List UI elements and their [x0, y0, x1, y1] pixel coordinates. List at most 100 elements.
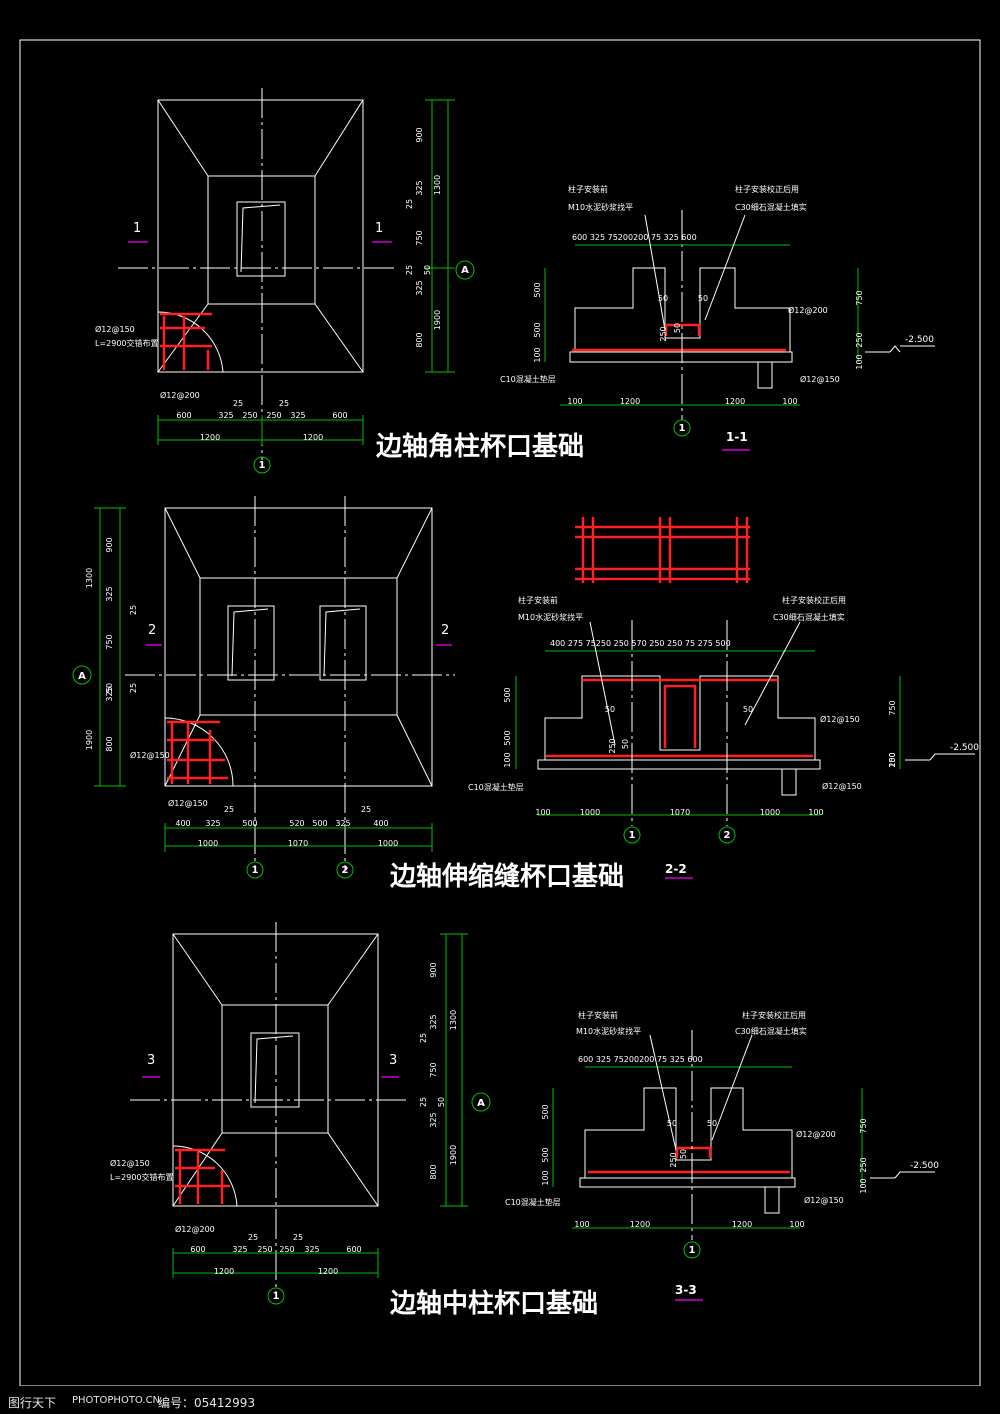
drawing-2-plan-dim-side: 750 — [105, 634, 114, 649]
drawing-1-title: 边轴角柱杯口基础 — [376, 431, 584, 462]
drawing-2-section-mark: 2 — [441, 623, 449, 638]
drawing-1-axis-label: 1 — [259, 460, 266, 471]
drawing-2-plan-dim-side: 1300 — [85, 568, 94, 588]
drawing-3-section-rebar: Ø12@150 — [804, 1195, 844, 1205]
drawing-3-plan-dim-side: 800 — [429, 1164, 438, 1179]
drawing-2-plan-dim-side: 25 — [129, 605, 138, 615]
drawing-2-section-top-dims: 400 275 75250 250 570 250 250 75 275 500 — [550, 639, 731, 648]
drawing-3-section-note-left: M10水泥砂浆找平 — [576, 1026, 641, 1036]
drawing-1-section-top-dims: 600 325 75200200 75 325 600 — [572, 233, 697, 242]
drawing-2-section-mid-dim: 250 — [608, 738, 617, 753]
drawing-3-axis-label: 1 — [273, 1291, 280, 1302]
drawing-2-plan-dim-side: 900 — [105, 537, 114, 552]
drawing-1-section-right-dim: 100 — [855, 354, 864, 369]
drawing-2-section-bottom-dim: 1000 — [580, 808, 600, 817]
drawing-3-section-cushion: C10混凝土垫层 — [505, 1197, 561, 1207]
drawing-1-plan-dim-top: 600 — [332, 411, 347, 420]
drawing-3 — [130, 922, 935, 1305]
sheet-border — [19, 39, 981, 1387]
drawing-1-section-rebar: Ø12@200 — [788, 305, 828, 315]
drawing-1-plan-dim-top: 250 — [266, 411, 281, 420]
drawing-3-section-rebar: Ø12@200 — [796, 1129, 836, 1139]
drawing-2-section-cushion: C10混凝土垫层 — [468, 782, 524, 792]
drawing-2-plan-dim-side: 1900 — [85, 730, 94, 750]
drawing-3-plan-dim-side: 750 — [429, 1062, 438, 1077]
drawing-2-section-right-dim: 750 — [888, 700, 897, 715]
drawing-3-plan-dim-top: 325 — [232, 1245, 247, 1254]
drawing-3-section-top-dims: 600 325 75200200 75 325 600 — [578, 1055, 703, 1064]
plan-view-2 — [72, 496, 455, 879]
drawing-3-section-bottom-dim: 100 — [574, 1220, 589, 1229]
drawing-2-section-axis-label: 1 — [629, 830, 636, 841]
drawing-3-section-right-dim: 250 — [859, 1157, 868, 1172]
drawing-2-section-note-right: C30细石混凝土填实 — [773, 612, 845, 622]
drawing-1-plan-dim-side: 25 — [405, 265, 414, 275]
drawing-2-section-note-left: 柱子安装前 — [518, 595, 558, 605]
footer-site-url: PHOTOPHOTO.CN — [72, 1395, 161, 1406]
footer-site: 图行天下 — [8, 1396, 57, 1410]
drawing-1-section-mark: 1 — [375, 221, 383, 236]
drawing-3-plan-dim-25: 25 — [248, 1233, 258, 1242]
drawing-1-plan-dim-side: 1900 — [433, 310, 442, 330]
section-view-1 — [544, 210, 935, 451]
drawing-3-section-bottom-dim: 1200 — [732, 1220, 752, 1229]
drawing-2-title: 边轴伸缩缝杯口基础 — [390, 861, 624, 892]
drawing-3-plan-dim-side: 1300 — [449, 1010, 458, 1030]
drawing-3-plan-dim-side: 50 — [437, 1097, 446, 1107]
drawing-2-axis-a-label: A — [78, 671, 86, 682]
drawing-2-plan-dim-bottom: 1000 — [378, 839, 398, 848]
drawing-1-plan-rebar-note: Ø12@150 — [95, 324, 135, 334]
drawing-1-plan-dim-side: 325 — [415, 280, 424, 295]
drawing-2-plan-dim-25: 25 — [224, 805, 234, 814]
drawing-2-section-rebar: Ø12@150 — [820, 714, 860, 724]
drawing-1 — [118, 88, 935, 474]
drawing-2-section-label: 2-2 — [665, 862, 687, 876]
drawing-3-plan-dim-top: 600 — [190, 1245, 205, 1254]
drawing-1-section-mid-dim: 50 — [658, 294, 668, 303]
drawing-1-section-label: 1-1 — [726, 430, 748, 444]
drawing-1-plan-dim-side: 800 — [415, 332, 424, 347]
drawing-1-section-right-dim: 250 — [855, 332, 864, 347]
drawing-1-section-bottom-dim: 100 — [782, 397, 797, 406]
drawing-3-section-bottom-dim: 1200 — [630, 1220, 650, 1229]
drawing-2-section-right-dim: 100 — [888, 752, 897, 767]
drawing-2-section-note-left: M10水泥砂浆找平 — [518, 612, 583, 622]
drawing-2-section-mid-dim: 50 — [605, 705, 615, 714]
drawing-1-section-cushion: C10混凝土垫层 — [500, 374, 556, 384]
drawing-2-axis-label: 2 — [342, 865, 349, 876]
drawing-2-section-elevation: -2.500 — [950, 743, 979, 753]
drawing-2-section-bottom-dim: 100 — [808, 808, 823, 817]
drawing-3-section-note-left: 柱子安装前 — [578, 1010, 618, 1020]
drawing-1-plan-dim-top: 325 — [290, 411, 305, 420]
drawing-2-plan-dim-side: 50 — [105, 683, 114, 693]
drawing-3-section-mark: 3 — [147, 1053, 155, 1068]
drawing-2-section-right-dim: 250 — [888, 752, 897, 767]
drawing-2-plan-dim-side: 25 — [129, 683, 138, 693]
drawing-3-plan-dim-top: 600 — [346, 1245, 361, 1254]
rebar-grid-detail — [575, 517, 750, 583]
drawing-3-section-mid-dim: 50 — [667, 1119, 677, 1128]
drawing-3-section-axis-label: 1 — [689, 1245, 696, 1256]
drawing-3-plan-dim-25: 25 — [293, 1233, 303, 1242]
drawing-1-plan-dim-top: 250 — [242, 411, 257, 420]
drawing-3-plan-dim-side: 325 — [429, 1112, 438, 1127]
drawing-1-plan-dim-side: 25 — [405, 199, 414, 209]
drawing-1-plan-dim-25: 25 — [233, 399, 243, 408]
footer-bar: 图行天下 PHOTOPHOTO.CN 编号：05412993 — [0, 1386, 1000, 1414]
drawing-2-section-left-dim: 500 — [503, 687, 512, 702]
drawing-2-plan-dim-top: 400 — [175, 819, 190, 828]
drawing-1-plan-dim-bottom: 1200 — [200, 433, 220, 442]
drawing-1-section-left-dim: 500 — [533, 322, 542, 337]
drawing-1-plan-dim-side: 900 — [415, 127, 424, 142]
drawing-3-section-mid-dim: 50 — [679, 1149, 688, 1159]
plan-view-3 — [130, 922, 491, 1305]
drawing-1-section-bottom-dim: 100 — [567, 397, 582, 406]
drawing-3-section-left-dim: 100 — [541, 1170, 550, 1185]
drawing-2-plan-dim-side: 325 — [105, 586, 114, 601]
drawing-1-section-mark: 1 — [133, 221, 141, 236]
drawing-3-section-label: 3-3 — [675, 1283, 697, 1297]
drawing-2-axis-label: 1 — [252, 865, 259, 876]
drawing-1-section-mid-dim: 50 — [698, 294, 708, 303]
drawing-2-plan-rebar-note: Ø12@150 — [130, 750, 170, 760]
